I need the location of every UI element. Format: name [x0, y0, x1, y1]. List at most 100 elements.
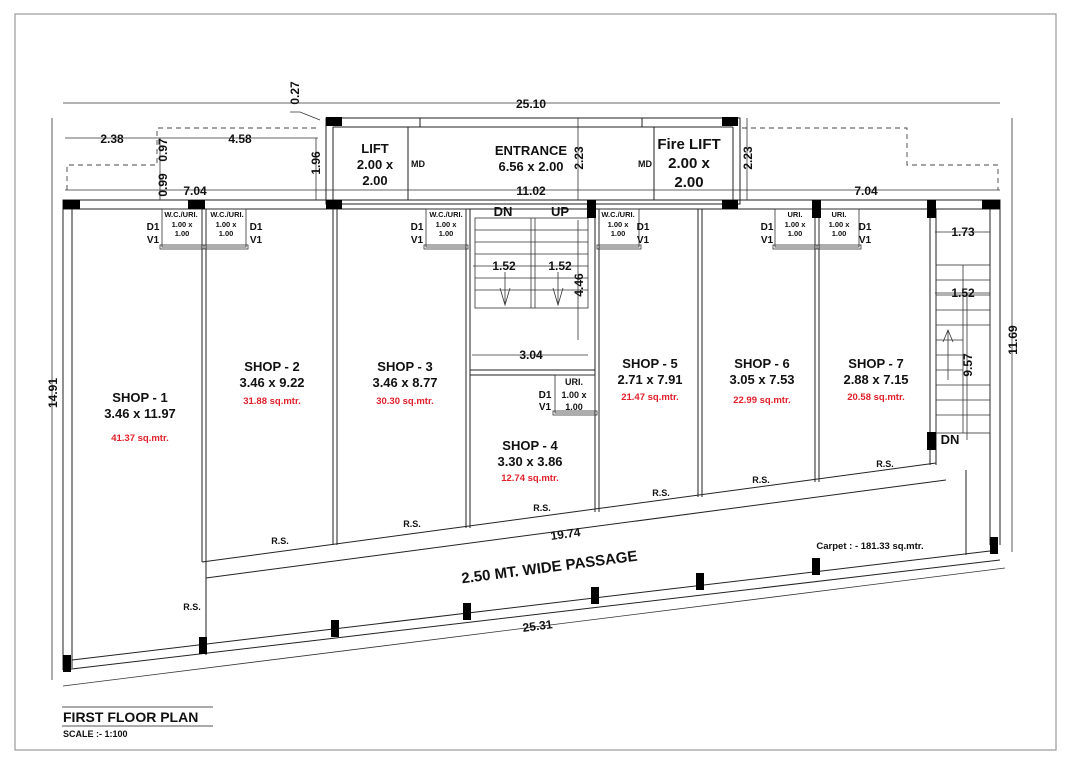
svg-text:V1: V1	[539, 402, 552, 413]
svg-text:D1: D1	[147, 222, 160, 233]
shop-name: SHOP - 4	[502, 438, 558, 453]
shop-area: 30.30 sq.mtr.	[376, 396, 434, 407]
carpet-area: Carpet : - 181.33 sq.mtr.	[816, 541, 923, 552]
svg-text:1.00: 1.00	[788, 229, 803, 238]
stair-dn-label: DN	[494, 204, 513, 219]
shop-name: SHOP - 1	[112, 390, 167, 405]
svg-text:1.00: 1.00	[175, 229, 190, 238]
svg-text:W.C./URI.: W.C./URI.	[601, 210, 634, 219]
dim-left-offset: 2.38	[100, 132, 124, 146]
shop-7: SHOP - 7 2.88 x 7.15 20.58 sq.mtr.	[843, 356, 908, 403]
passage-outer-edge	[71, 550, 991, 661]
svg-text:V1: V1	[859, 235, 872, 246]
dim-223-a: 2.23	[572, 146, 586, 170]
svg-text:URI.: URI.	[565, 377, 583, 387]
svg-text:1.00 x: 1.00 x	[608, 220, 630, 229]
svg-text:1.00: 1.00	[219, 229, 234, 238]
stair-up-label: UP	[551, 204, 569, 219]
shop-size: 2.71 x 7.91	[617, 372, 682, 387]
drawing-frame	[14, 13, 1057, 751]
md-label-fire-lift: MD	[638, 159, 652, 169]
dim-line-passage	[62, 567, 1006, 687]
svg-text:1.00: 1.00	[611, 229, 626, 238]
dim-097: 0.97	[156, 138, 170, 162]
svg-text:URI.: URI.	[832, 210, 847, 219]
shop-name: SHOP - 6	[734, 356, 789, 371]
svg-text:1.00 x: 1.00 x	[829, 220, 851, 229]
svg-text:V1: V1	[147, 235, 160, 246]
svg-text:V1: V1	[250, 235, 263, 246]
dim-left-setback: 4.58	[228, 132, 252, 146]
entrance-label: ENTRANCE	[495, 143, 568, 158]
setback-outline-right	[742, 127, 999, 190]
shop-partitions	[201, 209, 820, 562]
fire-lift-label: Fire LIFT	[657, 136, 720, 153]
passage-label: 2.50 MT. WIDE PASSAGE	[460, 548, 638, 588]
dim-front-left: 7.04	[183, 184, 207, 198]
drawing-scale: SCALE :- 1:100	[63, 729, 128, 739]
svg-text:R.S.: R.S.	[876, 459, 894, 469]
lift-size: 2.00 x	[357, 157, 394, 172]
svg-text:D1: D1	[761, 222, 774, 233]
svg-text:1.00 x: 1.00 x	[561, 390, 586, 400]
dim-front-right: 7.04	[854, 184, 878, 198]
shop-size: 3.30 x 3.86	[497, 454, 562, 469]
shop-4: SHOP - 4 3.30 x 3.86 12.74 sq.mtr.	[497, 438, 562, 484]
svg-text:D1: D1	[539, 390, 552, 401]
dim-stair-right-length: 9.57	[961, 353, 975, 377]
shop-name: SHOP - 2	[244, 359, 299, 374]
core-block	[325, 117, 741, 205]
svg-text:URI.: URI.	[788, 210, 803, 219]
dim-passage-length: 25.31	[522, 617, 554, 635]
toilet-labels: W.C./URI.1.00 x1.00 W.C./URI.1.00 x1.00 …	[147, 210, 872, 413]
svg-text:V1: V1	[637, 235, 650, 246]
shop-size: 3.05 x 7.53	[729, 372, 794, 387]
dim-stair-flight-right: 1.52	[548, 259, 572, 273]
fire-lift-size: 2.00 x	[668, 155, 710, 172]
svg-text:1.00: 1.00	[565, 402, 583, 412]
dim-027: 0.27	[288, 81, 302, 105]
svg-text:W.C./URI.: W.C./URI.	[210, 210, 243, 219]
svg-text:R.S.: R.S.	[271, 536, 289, 546]
dim-depth-right: 11.69	[1006, 325, 1020, 355]
dim-stair-length: 4.46	[572, 273, 586, 297]
md-label-lift: MD	[411, 159, 425, 169]
svg-text:D1: D1	[250, 222, 263, 233]
dim-196: 1.96	[309, 151, 323, 175]
dim-stair-flight-left: 1.52	[492, 259, 516, 273]
shop-size: 2.88 x 7.15	[843, 372, 908, 387]
svg-text:1.00: 1.00	[832, 229, 847, 238]
lift-label: LIFT	[361, 141, 388, 156]
entrance-size: 6.56 x 2.00	[498, 159, 563, 174]
shop-5: SHOP - 5 2.71 x 7.91 21.47 sq.mtr.	[617, 356, 682, 403]
right-staircase	[935, 264, 991, 434]
svg-text:1.00 x: 1.00 x	[172, 220, 194, 229]
shop-area: 21.47 sq.mtr.	[621, 392, 679, 403]
columns	[63, 117, 1000, 672]
dim-stair-width: 3.04	[519, 348, 543, 362]
shop-area: 22.99 sq.mtr.	[733, 395, 791, 406]
shop-1: SHOP - 1 3.46 x 11.97 41.37 sq.mtr.	[104, 390, 176, 444]
svg-text:D1: D1	[859, 222, 872, 233]
svg-text:R.S.: R.S.	[403, 519, 421, 529]
svg-text:D1: D1	[411, 222, 424, 233]
lift-size-2: 2.00	[362, 173, 387, 188]
dim-stair-right-flight: 1.52	[951, 286, 975, 300]
svg-text:R.S.: R.S.	[652, 488, 670, 498]
dim-223-b: 2.23	[741, 146, 755, 170]
dimension-lines	[51, 102, 1013, 680]
dim-depth-left: 14.91	[46, 378, 60, 408]
svg-text:R.S.: R.S.	[183, 602, 201, 612]
shop-size: 3.46 x 11.97	[104, 406, 176, 421]
svg-text:1.00 x: 1.00 x	[785, 220, 807, 229]
svg-text:1.00: 1.00	[439, 229, 454, 238]
toilets	[159, 208, 862, 416]
shop-2: SHOP - 2 3.46 x 9.22 31.88 sq.mtr.	[239, 359, 304, 407]
rs-labels: R.S. R.S. R.S. R.S. R.S. R.S. R.S.	[183, 459, 894, 612]
dim-front-mid: 11.02	[516, 184, 546, 198]
storefront-line	[201, 462, 937, 563]
svg-text:R.S.: R.S.	[533, 503, 551, 513]
svg-text:D1: D1	[637, 222, 650, 233]
passage-inner-edge	[205, 479, 947, 579]
